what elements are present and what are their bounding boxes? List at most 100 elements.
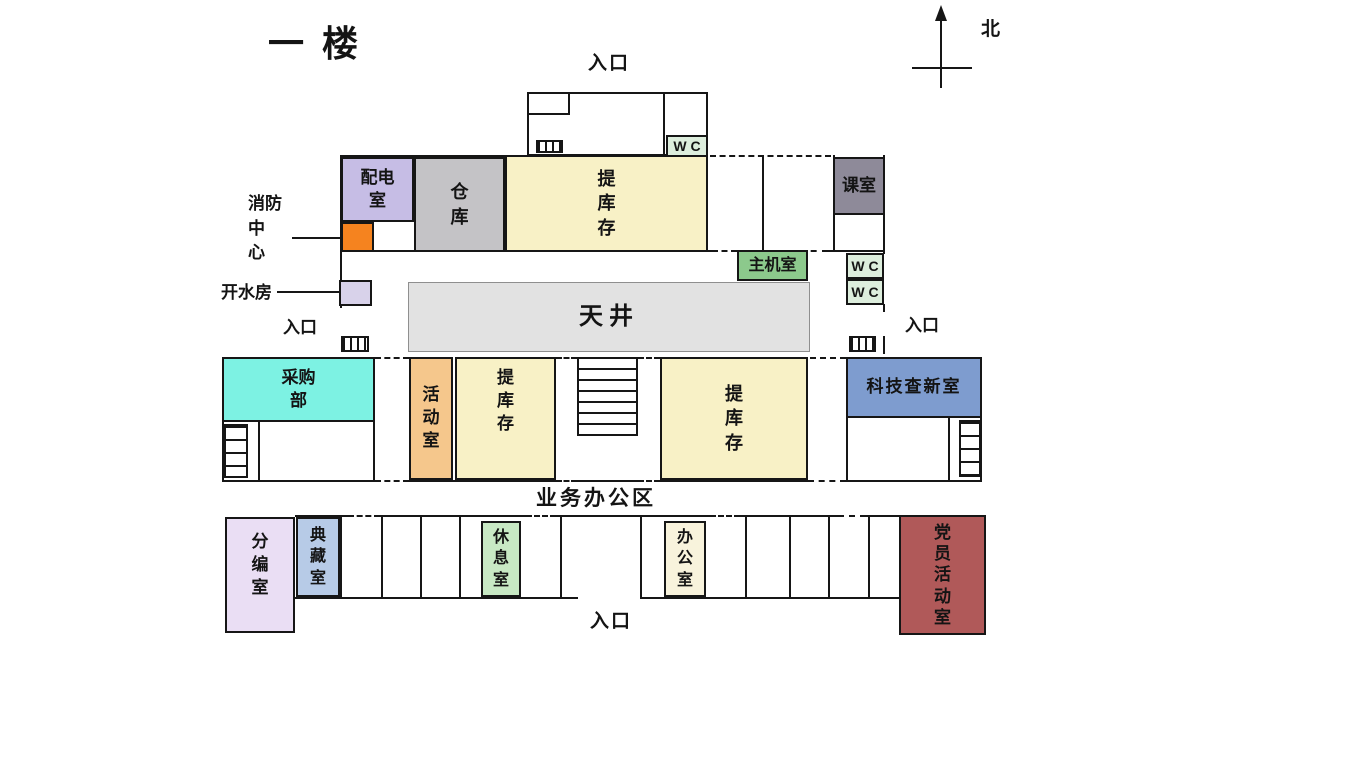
hot-water-label: 开水房	[221, 283, 272, 302]
room-label: 主机室	[748, 256, 797, 274]
wall	[846, 418, 848, 480]
room-label: W C	[673, 137, 701, 154]
door-opening	[375, 357, 409, 359]
wall	[745, 517, 747, 597]
wall	[866, 515, 899, 517]
wall	[868, 517, 870, 597]
compass-north-arrow-icon	[935, 5, 947, 21]
door-opening	[712, 250, 756, 252]
door-opening	[556, 357, 577, 359]
wall	[828, 250, 885, 252]
wall	[222, 480, 375, 482]
room-power-distribution: 配电 室	[341, 157, 414, 222]
wall	[980, 418, 982, 480]
room-label: 仓 库	[450, 182, 469, 227]
wall	[560, 517, 562, 597]
entrance-right-label: 入口	[905, 316, 939, 335]
page-title: 一 楼	[268, 23, 363, 64]
corridor-label: 业务办公区	[536, 487, 656, 510]
room-label: 科技查新室	[866, 377, 962, 397]
wall	[883, 336, 885, 354]
door-opening	[838, 515, 866, 517]
room-collection: 典 藏 室	[296, 517, 340, 597]
wall	[640, 517, 642, 597]
wall	[295, 515, 348, 517]
wall	[660, 480, 808, 482]
room-label: W C	[851, 283, 879, 300]
wall	[373, 422, 375, 480]
wall	[258, 422, 260, 480]
wall	[556, 515, 710, 517]
room-activity: 活 动 室	[409, 357, 453, 480]
room-wc-right-2: W C	[846, 279, 884, 305]
hot-water-leader-line	[277, 291, 339, 293]
room-label: 提 库 存	[597, 169, 616, 238]
room-lounge: 休 息 室	[481, 521, 521, 597]
room-label: 党 员 活 动 室	[934, 522, 951, 627]
vestibule-partition-wall	[663, 94, 665, 154]
wall	[883, 304, 885, 312]
wall	[340, 517, 342, 597]
compass-cross-line	[912, 67, 972, 69]
room-label: 办 公 室	[676, 528, 693, 589]
entrance-step-hatch	[536, 140, 563, 153]
door-opening	[710, 515, 740, 517]
wall	[948, 418, 950, 480]
entrance-top-label: 入口	[588, 53, 631, 74]
room-label: 分 编 室	[251, 532, 269, 597]
shelf-ladder-symbol	[224, 424, 248, 478]
room-warehouse: 仓 库	[414, 157, 505, 252]
wall	[640, 597, 899, 599]
door-opening	[556, 480, 577, 482]
room-stock-top: 提 库 存	[505, 155, 708, 252]
room-office: 办 公 室	[664, 521, 706, 597]
room-label: 提 库 存	[725, 384, 743, 453]
wall	[459, 517, 461, 597]
door-opening	[375, 480, 409, 482]
wall	[789, 517, 791, 597]
wall	[577, 480, 638, 482]
room-hot-water	[339, 280, 372, 306]
fire-center-label: 消防 中 心	[248, 194, 282, 263]
wall	[409, 480, 556, 482]
room-label: 休 息 室	[492, 528, 509, 589]
wall	[420, 517, 422, 597]
entrance-bottom-label: 入口	[590, 611, 633, 632]
wall	[295, 597, 578, 599]
room-label: 典 藏 室	[309, 526, 326, 587]
room-purchasing: 采购 部	[222, 357, 375, 422]
room-label: 采购 部	[281, 367, 316, 410]
room-label: 配电 室	[360, 167, 395, 210]
wall	[762, 155, 764, 252]
courtyard: 天井	[408, 282, 810, 352]
door-opening	[788, 250, 828, 252]
wall	[846, 480, 982, 482]
shelf-ladder-symbol	[959, 420, 981, 477]
room-wc-entrance: W C	[666, 135, 708, 157]
room-classroom: 课室	[833, 157, 885, 215]
room-server: 主机室	[737, 250, 808, 281]
fire-center-leader-line	[292, 237, 341, 239]
room-stock-mid-right: 提 库 存	[660, 357, 808, 480]
door-opening	[808, 480, 846, 482]
door-opening	[526, 515, 556, 517]
room-label: 提 库 存	[497, 368, 514, 433]
room-scitech-search: 科技查新室	[846, 357, 982, 418]
entrance-step-hatch	[849, 336, 876, 352]
wall	[381, 517, 383, 597]
entrance-left-label: 入口	[283, 318, 317, 337]
door-opening	[810, 357, 846, 359]
room-stock-mid-left: 提 库 存	[455, 357, 556, 480]
room-label: 活 动 室	[422, 385, 440, 450]
vestibule-partition-wall	[568, 94, 570, 114]
compass-north-label: 北	[981, 19, 1001, 40]
compass-needle-line	[940, 18, 942, 88]
room-fire-control	[341, 222, 374, 252]
room-label: 天井	[579, 302, 639, 330]
entrance-step-hatch	[341, 336, 369, 352]
wall	[740, 515, 838, 517]
wall	[828, 517, 830, 597]
room-party-activity: 党 员 活 动 室	[899, 515, 986, 635]
door-opening	[710, 155, 831, 157]
